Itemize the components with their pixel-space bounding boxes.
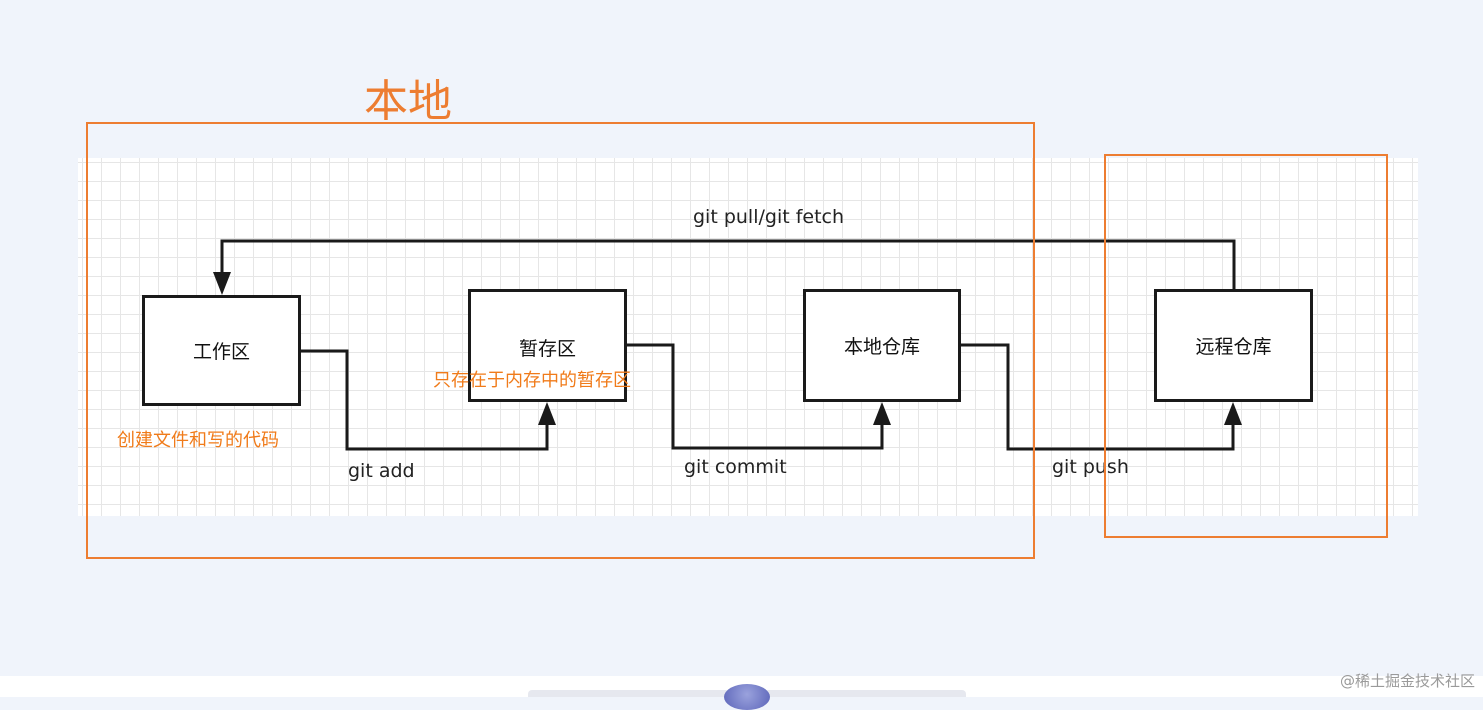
node-staging-label: 暂存区 [518,338,576,360]
remote-region-box [1104,154,1388,538]
edge-label-add: git add [348,460,415,482]
edge-add [301,349,549,451]
edge-label-commit: git commit [684,456,787,478]
staging-note: 只存在于内存中的暂存区 [433,370,631,391]
watermark: @稀土掘金技术社区 [1339,672,1475,690]
avatar[interactable] [724,684,770,710]
node-local-repo: 本地仓库 [803,289,961,402]
edge-label-pull-fetch: git pull/git fetch [693,206,845,228]
arrowhead-add [538,402,556,425]
node-workspace: 工作区 [142,295,301,406]
arrowhead-push [1224,402,1242,425]
local-region-box [86,122,1035,559]
node-workspace-label: 工作区 [192,341,250,363]
edge-commit [627,343,884,450]
node-local-repo-label: 本地仓库 [843,336,920,358]
edge-label-push: git push [1052,456,1129,478]
edge-pull-fetch [220,239,1236,290]
node-staging: 暂存区 [468,289,627,402]
arrowhead-pull-fetch [213,272,231,295]
workspace-note: 创建文件和写的代码 [117,430,279,451]
node-remote-repo: 远程仓库 [1154,289,1313,402]
arrowhead-commit [873,402,891,425]
local-region-title: 本地 [364,76,452,127]
node-remote-repo-label: 远程仓库 [1195,336,1272,358]
edge-push [961,343,1235,451]
